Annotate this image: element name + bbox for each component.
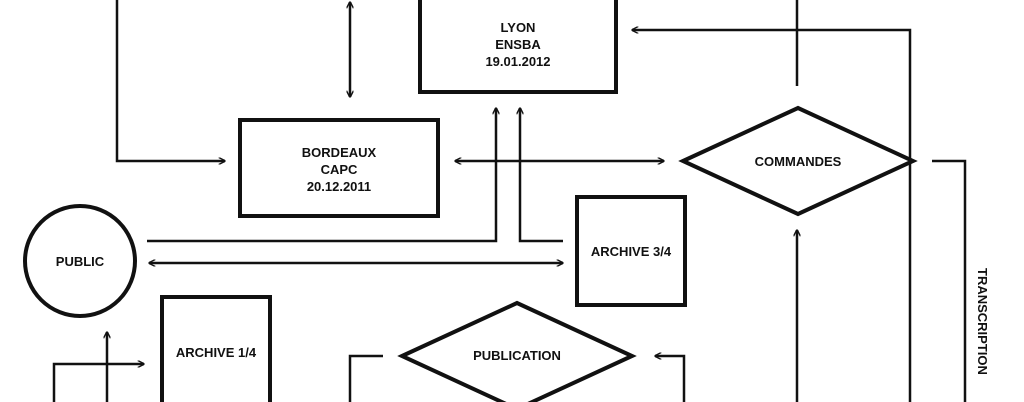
archive-1-4-label: ARCHIVE 1/4 [176,345,257,360]
lyon-line1: LYON [501,20,536,35]
bordeaux-line2: CAPC [321,162,358,177]
lyon-line2: ENSBA [495,37,541,52]
connector-public-to-lyon [147,108,496,243]
node-archive-3-4: ARCHIVE 3/4 [575,195,687,307]
bordeaux-line3: 20.12.2011 [307,179,371,194]
connector-right-to-lyon [632,30,912,402]
connector-left-to-bordeaux [115,0,225,161]
node-archive-1-4: ARCHIVE 1/4 [160,295,272,402]
publication-label: PUBLICATION [473,348,561,363]
commandes-label: COMMANDES [755,154,842,169]
node-bordeaux: BORDEAUX CAPC 20.12.2011 [238,118,440,218]
node-commandes: COMMANDES [678,105,918,217]
connector-archive3-to-lyon [520,108,563,243]
connector-left-to-right [52,364,144,402]
connector-left-to-publication [348,354,383,402]
public-label: PUBLIC [56,254,105,269]
archive-3-4-label: ARCHIVE 3/4 [591,244,672,259]
connector-transcription [932,159,967,402]
lyon-line3: 19.01.2012 [485,54,550,69]
node-public: PUBLIC [23,204,137,318]
node-lyon: LYON ENSBA 19.01.2012 [418,0,618,94]
connector-up-to-publication [655,356,686,402]
bordeaux-line1: BORDEAUX [302,145,377,160]
transcription-label: TRANSCRIPTION [975,268,990,375]
connectors [52,0,967,402]
node-publication: PUBLICATION [397,300,637,402]
